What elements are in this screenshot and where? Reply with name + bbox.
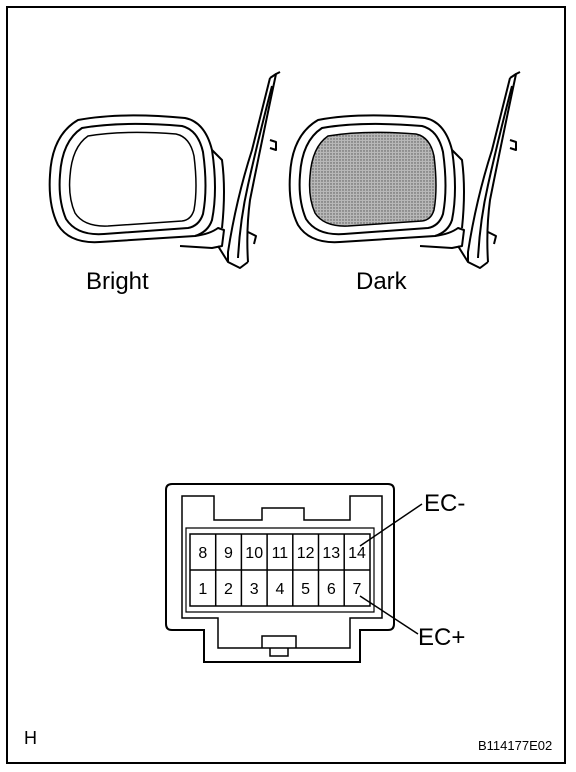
ec-plus-leader — [359, 595, 419, 635]
pin-11: 11 — [272, 545, 289, 562]
pin-9: 9 — [224, 545, 233, 562]
pin-7: 7 — [353, 581, 362, 598]
pin-1: 1 — [198, 581, 207, 598]
connector-housing — [165, 483, 395, 663]
dark-label: Dark — [356, 268, 407, 295]
pin-labels: 8 9 10 11 12 13 14 1 2 3 4 5 6 7 — [198, 545, 366, 598]
dark-mirror — [288, 71, 521, 269]
corner-letter: H — [24, 728, 37, 748]
pin-6: 6 — [327, 581, 336, 598]
ec-minus-label: EC- — [424, 490, 466, 517]
pin-2: 2 — [224, 581, 233, 598]
bright-mirror — [48, 71, 281, 269]
pin-4: 4 — [275, 581, 284, 598]
ec-minus-leader — [359, 503, 423, 547]
pin-12: 12 — [297, 545, 315, 562]
diagram-frame — [6, 6, 566, 764]
pin-8: 8 — [198, 545, 207, 562]
pin-13: 13 — [322, 545, 340, 562]
bright-label: Bright — [86, 268, 149, 295]
figure-code: B114177E02 — [478, 738, 553, 753]
pin-14: 14 — [348, 545, 366, 562]
pin-3: 3 — [250, 581, 259, 598]
leader-lines — [359, 503, 423, 635]
ec-plus-label: EC+ — [418, 624, 466, 651]
pin-10: 10 — [245, 545, 263, 562]
pin-grid — [189, 533, 371, 607]
pin-5: 5 — [301, 581, 310, 598]
